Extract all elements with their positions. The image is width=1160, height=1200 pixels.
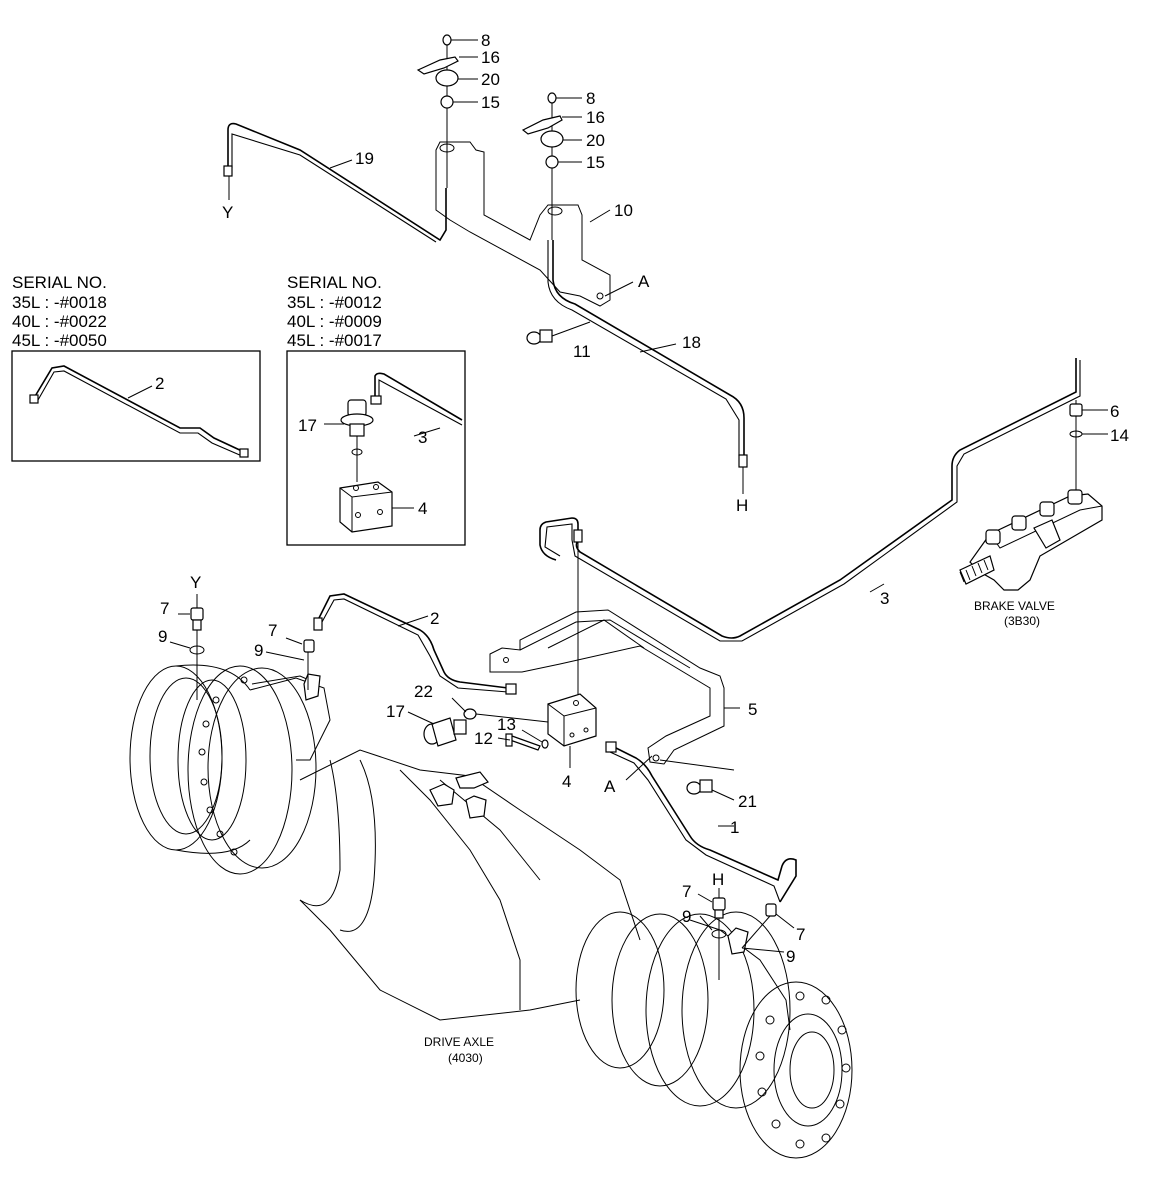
drive-axle-caption: DRIVE AXLE (424, 1035, 494, 1049)
inset-right-line-3: 45L : -#0017 (287, 331, 382, 350)
top-bracket-assembly (223, 34, 748, 494)
label-22: 22 (414, 682, 433, 701)
label-7-d: 7 (796, 925, 805, 944)
brake-valve-code: (3B30) (1004, 614, 1040, 628)
label-16-left: 16 (481, 48, 500, 67)
right-flange-bolts (755, 991, 851, 1149)
brake-valve-assembly (539, 358, 1108, 700)
bracket-10 (435, 141, 611, 307)
brake-valve-caption: BRAKE VALVE (974, 599, 1055, 613)
label-12: 12 (474, 729, 493, 748)
inset-right-line-2: 40L : -#0009 (287, 312, 382, 331)
inset-right-label-4: 4 (418, 499, 427, 518)
label-18: 18 (682, 333, 701, 352)
label-5: 5 (748, 700, 757, 719)
label-9-c: 9 (682, 907, 691, 926)
pipe-3 (539, 358, 1077, 639)
inset-left-label-2: 2 (155, 374, 164, 393)
label-20-left: 20 (481, 70, 500, 89)
label-17-main: 17 (386, 702, 405, 721)
top-left-fittings (416, 34, 478, 188)
label-13: 13 (497, 715, 516, 734)
label-h-top: H (736, 496, 748, 515)
inset-left-heading: SERIAL NO. (12, 273, 107, 292)
left-fittings (169, 594, 315, 700)
bolt-21 (659, 759, 735, 801)
inset-left-line-2: 40L : -#0022 (12, 312, 107, 331)
label-11: 11 (573, 342, 591, 361)
label-a-top: A (638, 272, 650, 291)
inset-left-line-1: 35L : -#0018 (12, 293, 107, 312)
label-8-right: 8 (586, 89, 595, 108)
label-20-right: 20 (586, 131, 605, 150)
top-right-fittings (521, 92, 582, 240)
label-15-right: 15 (586, 153, 605, 172)
left-flange-bolts (198, 676, 248, 856)
label-8-left: 8 (481, 31, 490, 50)
mid-bracket-assembly (313, 593, 797, 903)
label-14: 14 (1110, 426, 1129, 445)
label-1: 1 (730, 818, 739, 837)
bracket-5 (489, 609, 725, 765)
right-fittings (697, 888, 795, 980)
label-a-mid: A (604, 777, 616, 796)
label-y-top: Y (222, 203, 233, 222)
label-16-right: 16 (586, 108, 605, 127)
label-9-a: 9 (158, 627, 167, 646)
label-19: 19 (355, 149, 374, 168)
inset-right-frame (286, 350, 466, 546)
inset-right-line-1: 35L : -#0012 (287, 293, 382, 312)
label-9-b: 9 (254, 641, 263, 660)
label-15-left: 15 (481, 93, 500, 112)
pressure-switch-17 (407, 711, 467, 747)
drive-axle (129, 664, 853, 1159)
drive-axle-code: (4030) (448, 1051, 483, 1065)
label-7-a: 7 (160, 599, 169, 618)
inset-right-heading: SERIAL NO. (287, 273, 382, 292)
inset-left-line-3: 45L : -#0050 (12, 331, 107, 350)
label-21: 21 (738, 792, 757, 811)
label-3-main: 3 (880, 589, 889, 608)
label-9-d: 9 (786, 947, 795, 966)
label-7-b: 7 (268, 621, 277, 640)
block-4 (547, 693, 597, 747)
label-h-bottom: H (712, 870, 724, 889)
inset-right: SERIAL NO. 35L : -#0012 40L : -#0009 45L… (286, 273, 466, 546)
label-7-c: 7 (682, 882, 691, 901)
label-y-left: Y (190, 573, 201, 592)
label-2-main: 2 (430, 609, 439, 628)
label-4-main: 4 (562, 772, 571, 791)
inset-right-label-3: 3 (418, 428, 427, 447)
label-10: 10 (614, 201, 633, 220)
inset-right-label-17: 17 (298, 416, 317, 435)
pipe-19 (227, 122, 447, 242)
inset-left: SERIAL NO. 35L : -#0018 40L : -#0022 45L… (11, 273, 261, 462)
inset-left-frame (11, 350, 261, 462)
bolt-11 (526, 321, 591, 345)
pipe-2 (317, 593, 509, 689)
label-6: 6 (1110, 402, 1119, 421)
pipe-1 (611, 745, 797, 903)
